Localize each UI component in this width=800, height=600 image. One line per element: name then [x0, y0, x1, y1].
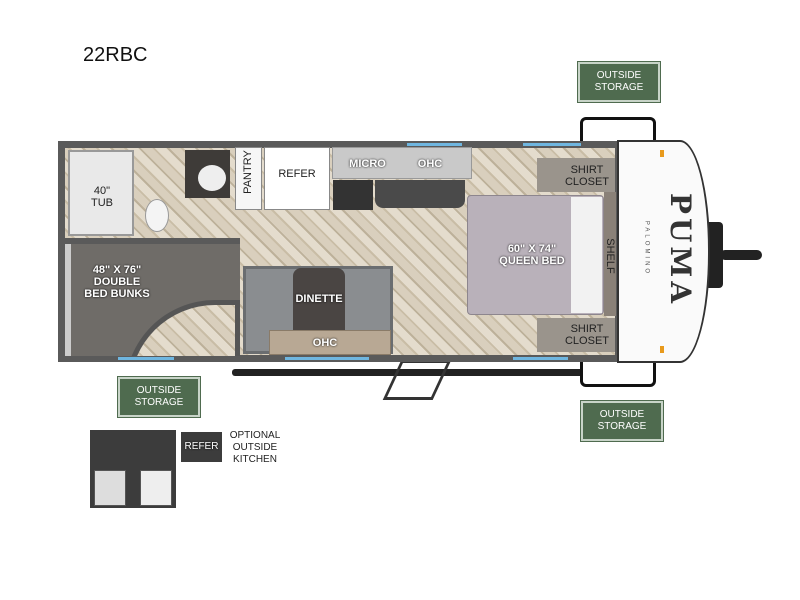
window: [523, 143, 581, 146]
front-cap: [617, 140, 710, 363]
shirt-closet-bottom-label: SHIRT CLOSET: [564, 323, 609, 347]
window: [513, 357, 568, 360]
logo-sub: PALOMINO: [643, 220, 650, 277]
micro-label: MICRO: [349, 158, 386, 170]
kitchen-sink: [375, 180, 465, 208]
outside-storage-bottom-right: OUTSIDE STORAGE: [580, 400, 664, 442]
toilet: [145, 199, 169, 232]
kitchen-counter: [332, 147, 472, 179]
refer: [264, 147, 330, 210]
bathroom-wall: [65, 238, 240, 244]
pantry-label: PANTRY: [242, 150, 254, 194]
tub-label: 40" TUB: [91, 185, 113, 209]
outside-storage-bottom-left: OUTSIDE STORAGE: [117, 376, 201, 418]
outside-refer: [181, 432, 222, 462]
bunks-label: 48" X 76" DOUBLE BED BUNKS: [84, 264, 150, 300]
outside-kitchen-sink: [140, 470, 172, 506]
sink: [198, 165, 226, 191]
pillow-area: [571, 197, 602, 313]
logo-brand: PUMA: [664, 192, 697, 308]
shirt-closet-bottom: [537, 318, 615, 352]
shirt-closet-top-label: SHIRT CLOSET: [564, 164, 609, 188]
window: [285, 357, 369, 360]
shirt-closet-top: [537, 158, 615, 192]
shelf-label: SHELF: [604, 238, 616, 274]
model-title: 22RBC: [83, 44, 148, 66]
outside-refer-label: REFER: [184, 441, 219, 452]
marker-light: [660, 346, 664, 353]
outside-kitchen-label: OPTIONAL OUTSIDE KITCHEN: [229, 430, 281, 465]
marker-light: [660, 150, 664, 157]
stove: [333, 180, 373, 210]
ohc-kitchen-label: OHC: [417, 158, 443, 170]
ohc-dinette: [269, 330, 391, 355]
outside-storage-top: OUTSIDE STORAGE: [577, 61, 661, 103]
window: [407, 143, 462, 146]
dinette-label: DINETTE: [295, 293, 343, 305]
logo: PUMA PALOMINO: [644, 175, 710, 325]
ohc-dinette-label: OHC: [312, 337, 338, 349]
dinette-table: [293, 268, 345, 338]
hitch-tongue: [720, 250, 762, 260]
outside-kitchen-grill: [94, 470, 126, 506]
awning-rail: [232, 369, 606, 376]
tub: [68, 150, 134, 236]
window: [118, 357, 174, 360]
entry-steps: [382, 360, 452, 400]
refer-label: REFER: [278, 168, 316, 180]
queen-bed-label: 60" X 74" QUEEN BED: [499, 243, 565, 267]
shelf: [604, 192, 616, 316]
pantry: [235, 147, 262, 210]
